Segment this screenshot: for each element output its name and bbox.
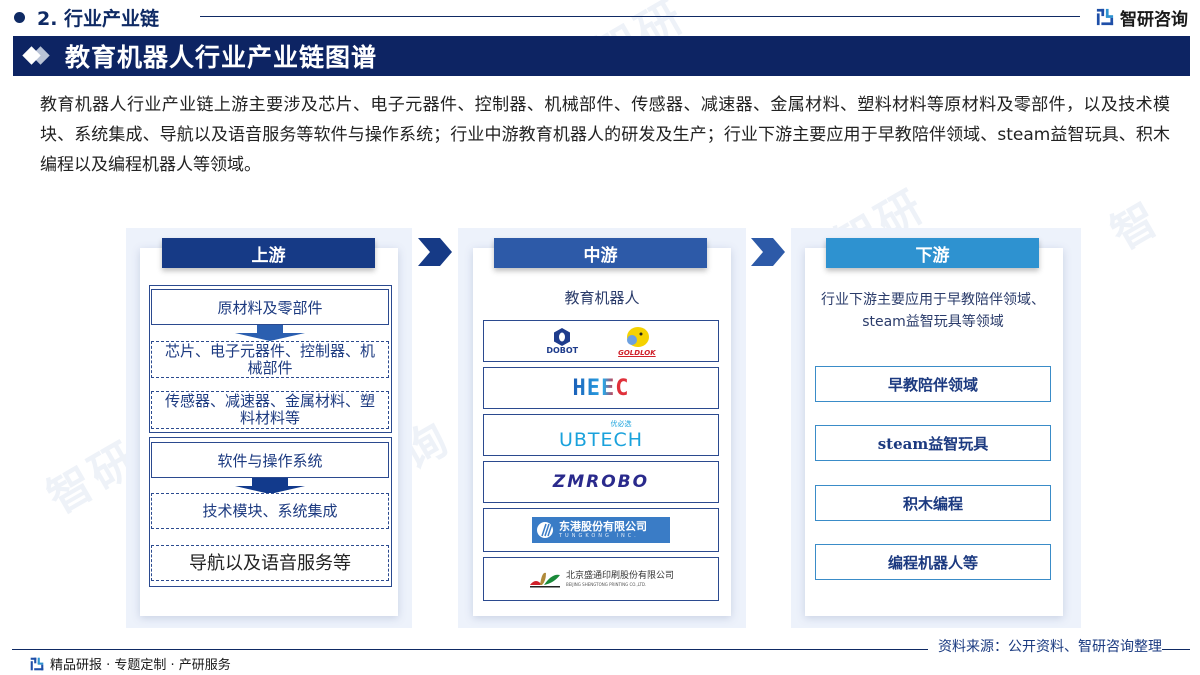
downstream-description: 行业下游主要应用于早教陪伴领域、steam益智玩具等领域	[821, 292, 1045, 330]
elephant-icon	[626, 327, 649, 347]
ubtech-logo: UBTECH	[558, 428, 644, 451]
section-divider	[200, 16, 1080, 17]
downstream-item: 积木编程	[815, 485, 1051, 521]
heec-logo: HEEC	[572, 375, 630, 401]
upstream-header: 上游	[162, 238, 375, 268]
source-note: 资料来源：公开资料、智研咨询整理	[928, 636, 1162, 656]
chevron-right-icon	[751, 238, 785, 266]
upstream-group-title: 软件与操作系统	[151, 442, 389, 478]
logo-ubtech: 优必选 UBTECH	[483, 414, 719, 456]
dobot-logo: DOBOT	[546, 327, 579, 355]
upstream-item: 导航以及语音服务等	[151, 545, 389, 581]
ubtech-subtitle: 优必选	[610, 419, 632, 428]
dobot-name: DOBOT	[546, 345, 579, 355]
tungkong-subtitle: TUNGKONG INC.	[559, 533, 639, 539]
zhiyan-logo-icon	[1096, 8, 1114, 26]
shengtong-leaf-icon	[529, 572, 560, 588]
upstream-item: 芯片、电子元器件、控制器、机械部件	[151, 341, 389, 378]
footer-services-text: 精品研报 · 专题定制 · 产研服务	[50, 658, 231, 673]
dobot-hexagon-icon	[554, 327, 571, 346]
zhiyan-logo-icon	[30, 657, 44, 670]
tungkong-emblem-icon	[537, 522, 553, 538]
logo-heec: HEEC	[483, 367, 719, 409]
description-paragraph: 教育机器人行业产业链上游主要涉及芯片、电子元器件、控制器、机械部件、传感器、减速…	[40, 95, 1170, 175]
bullet-icon	[14, 11, 25, 23]
downstream-header: 下游	[826, 238, 1039, 268]
page-title: 教育机器人行业产业链图谱	[65, 43, 378, 72]
tungkong-name: 东港股份有限公司	[559, 520, 647, 533]
chevron-right-icon	[418, 238, 452, 266]
goldlok-logo: GOLDLOK	[618, 325, 656, 357]
downstream-item: 编程机器人等	[815, 544, 1051, 580]
upstream-item: 传感器、减速器、金属材料、塑料材料等	[151, 391, 389, 429]
logo-shengtong: 北京盛通印刷股份有限公司 BEIJING SHENGTONG PRINTING …	[483, 557, 719, 601]
brand-name: 智研咨询	[1120, 9, 1188, 30]
section-header: 2. 行业产业链	[14, 4, 159, 30]
logo-tungkong: 东港股份有限公司 TUNGKONG INC.	[483, 508, 719, 552]
logo-dobot-goldlok: DOBOT GOLDLOK	[483, 320, 719, 362]
double-diamond-icon	[22, 46, 55, 66]
watermark-text: 智	[1102, 191, 1170, 260]
downstream-item: 早教陪伴领域	[815, 366, 1051, 402]
shengtong-name: 北京盛通印刷股份有限公司	[565, 570, 674, 581]
footer-services: 精品研报 · 专题定制 · 产研服务	[30, 654, 231, 673]
logo-zmrobo: ZMROBO	[483, 461, 719, 503]
zmrobo-logo: ZMROBO	[552, 472, 650, 492]
upstream-item: 技术模块、系统集成	[151, 493, 389, 529]
section-title: 2. 行业产业链	[37, 7, 160, 30]
midstream-label: 教育机器人	[564, 289, 640, 307]
upstream-group-title: 原材料及零部件	[151, 289, 389, 325]
footer-divider	[12, 649, 1190, 650]
goldlok-name: GOLDLOK	[618, 349, 656, 357]
midstream-header: 中游	[494, 238, 707, 268]
title-bar: 教育机器人行业产业链图谱	[13, 36, 1190, 76]
arrow-down-icon	[235, 325, 305, 341]
brand: 智研咨询	[1096, 4, 1188, 30]
downstream-item: steam益智玩具	[815, 425, 1051, 461]
tungkong-logo: 东港股份有限公司 TUNGKONG INC.	[532, 517, 670, 543]
arrow-down-icon	[235, 478, 305, 494]
shengtong-subtitle: BEIJING SHENGTONG PRINTING CO.,LTD.	[565, 581, 647, 587]
